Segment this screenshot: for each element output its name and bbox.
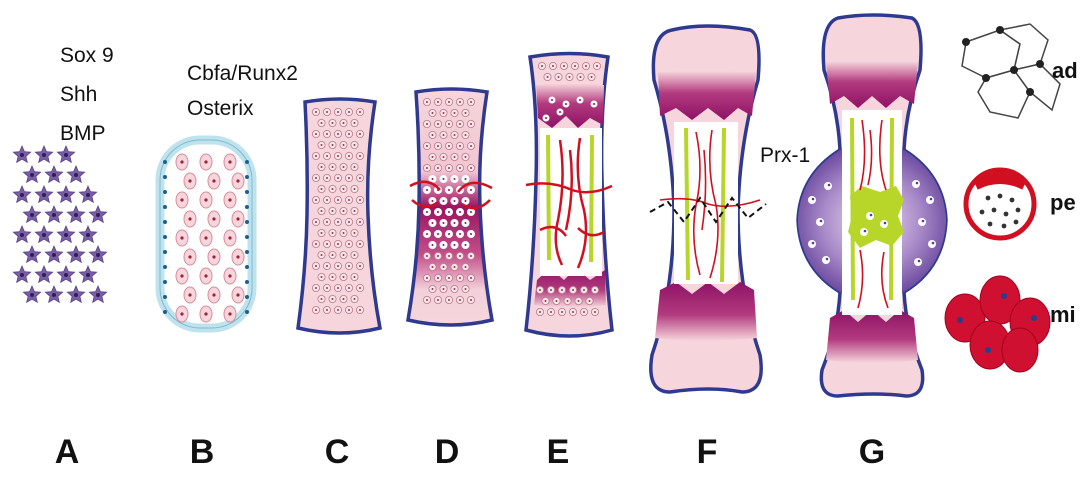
- stage-a-mesenchyme: [13, 146, 106, 302]
- legend-ad-label: ad: [1052, 58, 1078, 83]
- stage-labels: A B C D E F G: [55, 433, 886, 471]
- stage-label-f: F: [697, 433, 718, 471]
- legend-pe-label: pe: [1050, 190, 1076, 215]
- stage-label-e: E: [547, 433, 570, 471]
- legend-periosteum: pe: [966, 170, 1076, 238]
- stage-c-cartilage: [298, 99, 380, 333]
- legend-adipocytes: ad: [962, 24, 1078, 118]
- stage-g-callus: [798, 15, 946, 396]
- stage-b-genes: Cbfa/Runx2 Osterix: [187, 62, 298, 120]
- gene-cbfa-runx2: Cbfa/Runx2: [187, 62, 298, 85]
- gene-sox9: Sox 9: [60, 44, 114, 67]
- gene-shh: Shh: [60, 83, 97, 106]
- legend-microvessel-cells: mi: [945, 276, 1076, 372]
- gene-osterix: Osterix: [187, 97, 254, 120]
- stage-b-condensation: [160, 140, 252, 328]
- gene-bmp: BMP: [60, 122, 106, 145]
- legend-mi-label: mi: [1050, 302, 1076, 327]
- stage-label-g: G: [859, 433, 885, 471]
- stage-a-genes: Sox 9 Shh BMP: [60, 44, 114, 145]
- stage-f-fractured-bone: Prx-1: [650, 26, 810, 392]
- stage-e-vascularized: [526, 54, 612, 337]
- stage-label-b: B: [190, 433, 215, 471]
- stage-label-c: C: [325, 433, 350, 471]
- gene-prx1: Prx-1: [760, 144, 810, 167]
- stage-d-primary-center: [408, 89, 492, 325]
- stage-label-a: A: [55, 433, 80, 471]
- stage-label-d: D: [435, 433, 460, 471]
